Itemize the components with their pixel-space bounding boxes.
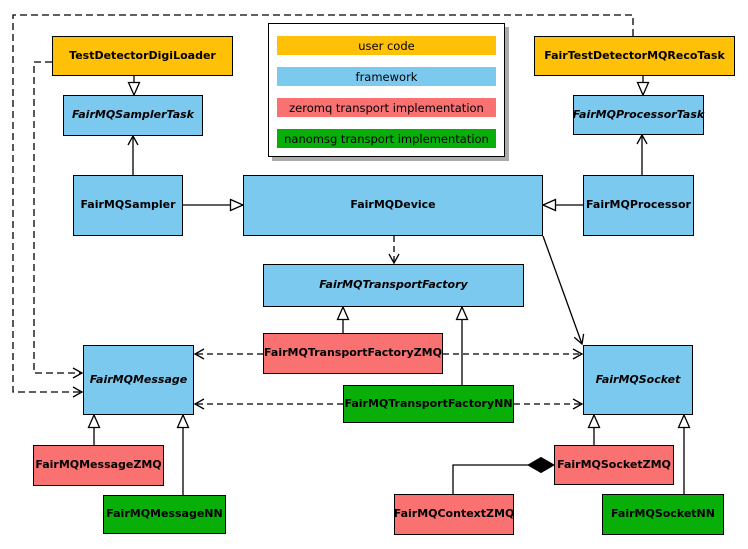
class-box-fairmqsampler: FairMQSampler <box>73 175 183 236</box>
legend-item-user-code: user code <box>277 36 496 55</box>
class-box-fairmqtransportfactorynn: FairMQTransportFactoryNN <box>343 385 514 423</box>
legend-item-zeromq: zeromq transport implementation <box>277 98 496 117</box>
class-box-fairmqmessagenn: FairMQMessageNN <box>103 495 226 534</box>
class-box-fairtestdetectormqrecotask: FairTestDetectorMQRecoTask <box>534 36 735 76</box>
edge-device-socket-association <box>542 235 585 346</box>
class-box-fairmqtransportfactoryzmq: FairMQTransportFactoryZMQ <box>263 333 443 374</box>
class-box-fairmqsamplertask: FairMQSamplerTask <box>63 95 203 136</box>
legend-item-framework: framework <box>277 67 496 86</box>
class-box-fairmqprocessor: FairMQProcessor <box>583 175 694 236</box>
edge-recotask-message-dependency <box>12 14 634 398</box>
class-box-fairmqmessagezmq: FairMQMessageZMQ <box>33 445 164 486</box>
legend: user code framework zeromq transport imp… <box>268 23 505 157</box>
legend-item-nanomsg: nanomsg transport implementation <box>277 129 496 148</box>
class-box-fairmqcontextzmq: FairMQContextZMQ <box>394 494 514 535</box>
class-box-fairmqsocketnn: FairMQSocketNN <box>602 494 724 535</box>
class-box-testdetectordigiloader: TestDetectorDigiLoader <box>52 36 233 76</box>
class-box-fairmqtransportfactory: FairMQTransportFactory <box>263 264 524 307</box>
class-box-fairmqprocessortask: FairMQProcessorTask <box>573 95 704 135</box>
edge-contextzmq-socketzmq-composition <box>452 464 530 494</box>
class-box-fairmqsocketzmq: FairMQSocketZMQ <box>554 445 674 485</box>
class-box-fairmqsocket: FairMQSocket <box>583 345 693 415</box>
class-box-fairmqdevice: FairMQDevice <box>243 175 543 236</box>
class-box-fairmqmessage: FairMQMessage <box>83 345 194 415</box>
edge-digiloader-message-dependency <box>33 61 84 379</box>
composition-diamond <box>526 456 556 474</box>
